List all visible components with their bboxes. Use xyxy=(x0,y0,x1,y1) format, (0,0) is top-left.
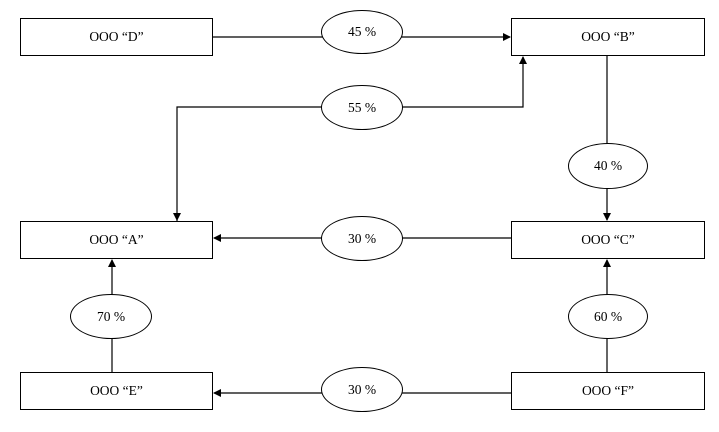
company-f-label: ООО “F” xyxy=(581,383,635,398)
ownership-e-a-label: 70 % xyxy=(96,308,126,324)
ownership-c-a-ellipse: 30 % xyxy=(321,216,403,261)
arrowhead-into-a xyxy=(173,213,181,221)
company-c-box: ООО “C” xyxy=(511,221,705,259)
ownership-a-b-ellipse: 55 % xyxy=(321,85,403,130)
ownership-f-e-ellipse: 30 % xyxy=(321,367,403,412)
company-a-label: ООО “A” xyxy=(89,232,144,247)
company-b-box: ООО “B” xyxy=(511,18,705,56)
ownership-b-c-label: 40 % xyxy=(593,158,623,173)
ownership-e-a-ellipse: 70 % xyxy=(70,294,152,339)
ownership-b-c-ellipse: 40 % xyxy=(568,143,648,189)
company-b-label: ООО “B” xyxy=(581,29,635,44)
company-f-box: ООО “F” xyxy=(511,372,705,410)
ownership-f-c-label: 60 % xyxy=(593,308,623,324)
company-d-label: ООО “D” xyxy=(89,29,144,44)
ownership-a-b-label: 55 % xyxy=(347,99,377,115)
ownership-d-b-ellipse: 45 % xyxy=(321,10,403,54)
ownership-f-c-ellipse: 60 % xyxy=(568,294,648,339)
ownership-f-e-label: 30 % xyxy=(347,381,377,397)
company-c-label: ООО “C” xyxy=(581,232,635,247)
company-a-box: ООО “A” xyxy=(20,221,213,259)
connector-a-b xyxy=(176,56,527,221)
company-e-box: ООО “E” xyxy=(20,372,213,410)
company-d-box: ООО “D” xyxy=(20,18,213,56)
company-e-label: ООО “E” xyxy=(90,383,143,398)
ownership-c-a-label: 30 % xyxy=(347,230,377,246)
ownership-d-b-label: 45 % xyxy=(347,24,377,39)
